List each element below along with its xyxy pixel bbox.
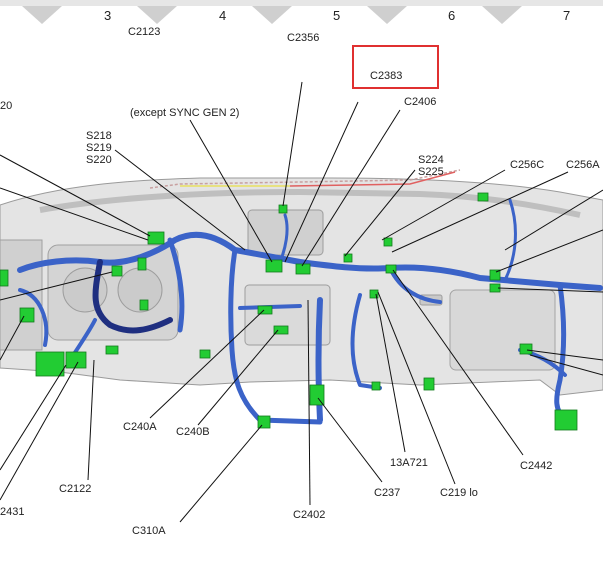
connector xyxy=(19,307,35,323)
connector xyxy=(265,259,283,273)
callout-c2406: C2406 xyxy=(404,96,437,108)
ruler-marker xyxy=(22,6,62,24)
connector xyxy=(477,192,489,202)
connector xyxy=(0,269,9,287)
connector xyxy=(199,349,211,359)
connector xyxy=(371,381,381,391)
callout-c2442: C2442 xyxy=(520,460,553,472)
ruler-marker xyxy=(367,6,407,24)
callout-c2123: C2123 xyxy=(128,26,161,38)
column-ruler xyxy=(0,0,603,24)
connector xyxy=(111,265,123,277)
windshield-outline xyxy=(149,169,461,189)
connector xyxy=(257,415,271,429)
callout-s224: S224 xyxy=(418,154,444,166)
callout-c240a: C240A xyxy=(123,421,157,433)
callout-c256c: C256C xyxy=(510,159,545,171)
callout-s220: S220 xyxy=(86,154,112,166)
callout-s218: S218 xyxy=(86,130,112,142)
callout-c2431: 2431 xyxy=(0,506,25,518)
connector xyxy=(65,351,87,369)
connector xyxy=(273,325,289,335)
connector xyxy=(519,343,533,355)
connector xyxy=(309,384,325,406)
column-marker-7: 7 xyxy=(563,8,571,23)
ruler-marker xyxy=(252,6,292,24)
callout-c2356: C2356 xyxy=(287,32,320,44)
connector xyxy=(423,377,435,391)
column-marker-5: 5 xyxy=(333,8,341,23)
callout-c310a: C310A xyxy=(132,525,166,537)
connector xyxy=(137,257,147,271)
callout-c2122: C2122 xyxy=(59,483,92,495)
column-marker-6: 6 xyxy=(448,8,456,23)
callout-c2402: C2402 xyxy=(293,509,326,521)
connector xyxy=(257,305,273,315)
connector xyxy=(489,269,501,281)
connectors xyxy=(0,192,578,431)
column-marker-4: 4 xyxy=(219,8,227,23)
leader-lines xyxy=(0,81,603,523)
callout-except-sync: (except SYNC GEN 2) xyxy=(130,107,240,119)
column-marker-3: 3 xyxy=(104,8,112,23)
connector xyxy=(295,263,311,275)
callout-c2383: C2383 xyxy=(370,70,403,82)
callout-c237: C237 xyxy=(374,487,401,499)
connector xyxy=(147,231,165,245)
wiring-harness xyxy=(17,198,603,425)
connector xyxy=(385,264,397,274)
top-red-outline xyxy=(289,171,456,187)
connector xyxy=(105,345,119,355)
connector xyxy=(343,253,353,263)
connector xyxy=(278,204,288,214)
callout-c219: C219 lo xyxy=(440,487,478,499)
callout-c240b: C240B xyxy=(176,426,210,438)
connector xyxy=(369,289,379,299)
connector xyxy=(383,237,393,247)
callout-c256a: C256A xyxy=(566,159,600,171)
connector xyxy=(139,299,149,311)
connector xyxy=(554,409,578,431)
callout-13a721: 13A721 xyxy=(390,457,428,469)
callout-highlight-box xyxy=(352,45,439,89)
ruler-marker xyxy=(137,6,177,24)
callout-s225: S225 xyxy=(418,166,444,178)
connector xyxy=(35,351,65,377)
callout-left-cut: 20 xyxy=(0,100,13,112)
ruler-marker xyxy=(482,6,522,24)
callout-s219: S219 xyxy=(86,142,112,154)
